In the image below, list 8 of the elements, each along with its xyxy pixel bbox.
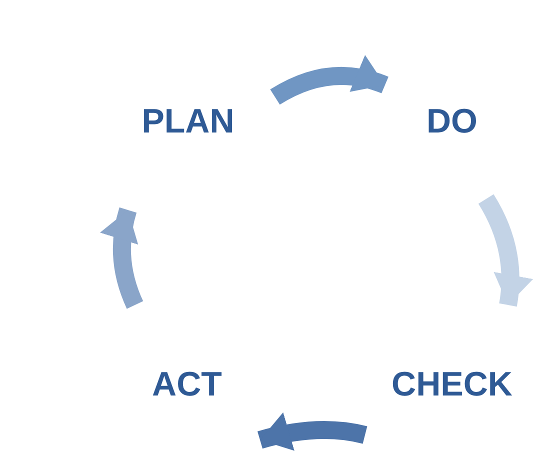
curved-arrow bbox=[258, 412, 367, 452]
step-label: ACT bbox=[152, 366, 222, 404]
curved-arrow bbox=[478, 194, 532, 306]
step-label: PLAN bbox=[142, 102, 234, 142]
curved-arrow bbox=[270, 56, 388, 105]
curved-arrow bbox=[100, 208, 144, 309]
step-label: CHECK bbox=[392, 366, 512, 404]
step-label: DO bbox=[426, 102, 478, 142]
